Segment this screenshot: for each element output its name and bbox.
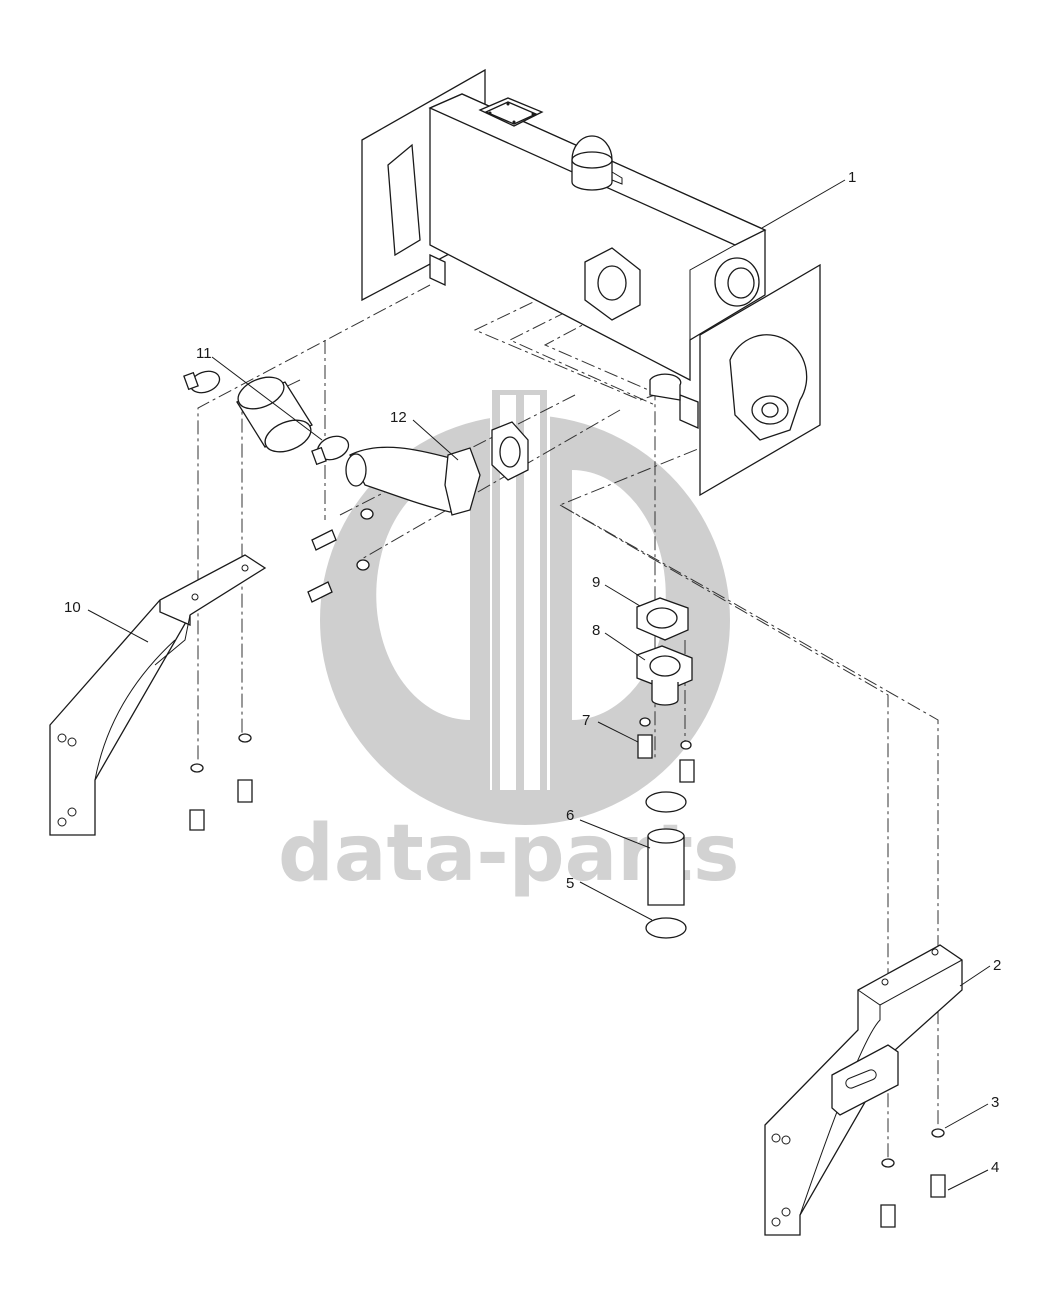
part-1-tank xyxy=(361,68,821,497)
callouts: 1 2 3 4 5 6 7 8 9 10 11 12 xyxy=(64,169,1001,1176)
part-6-pipe xyxy=(647,828,685,906)
callout-11: 11 xyxy=(196,345,212,362)
callout-10: 10 xyxy=(64,599,81,616)
part-4-bolts xyxy=(880,1174,946,1228)
callout-8: 8 xyxy=(592,622,600,639)
part-7-bolts xyxy=(637,717,695,783)
part-5-clamps xyxy=(645,791,687,939)
bolts-part-10 xyxy=(189,733,253,831)
part-9-gasket xyxy=(636,597,689,641)
callout-5: 5 xyxy=(566,875,574,892)
part-8-flange xyxy=(636,645,693,706)
part-11-hose-with-clamps xyxy=(183,370,350,466)
callout-1: 1 xyxy=(848,169,856,186)
callout-12: 12 xyxy=(390,409,407,426)
part-2-right-bracket xyxy=(764,944,963,1236)
part-12-elbow-pipe xyxy=(345,421,529,516)
callout-4: 4 xyxy=(991,1159,999,1176)
callout-9: 9 xyxy=(592,574,600,591)
callout-2: 2 xyxy=(993,957,1001,974)
part-3-washers xyxy=(881,1128,945,1168)
bolts-part-12 xyxy=(307,508,374,603)
callout-3: 3 xyxy=(991,1094,999,1111)
leader-lines xyxy=(87,179,991,1191)
callout-7: 7 xyxy=(582,712,590,729)
callout-6: 6 xyxy=(566,807,574,824)
part-10-left-bracket xyxy=(49,554,267,836)
watermark-logo xyxy=(320,390,730,825)
